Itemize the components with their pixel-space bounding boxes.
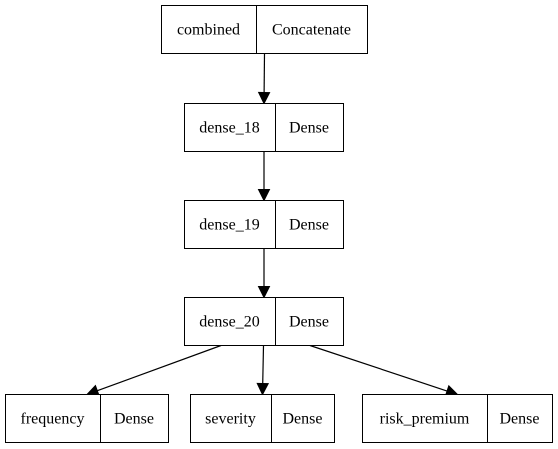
node-dense_18: dense_18 Dense: [184, 103, 344, 152]
node-combined: combined Concatenate: [161, 5, 368, 54]
edge-line: [262, 345, 265, 384]
node-name-label: frequency: [21, 411, 85, 428]
node-type-label: Dense: [114, 411, 154, 428]
edge-combined-to-dense_18: [257, 53, 271, 105]
edge-line: [309, 344, 448, 392]
node-name-label: dense_20: [199, 314, 259, 331]
edge-dense_20-to-severity: [256, 345, 270, 396]
arrowhead-icon: [257, 189, 271, 202]
node-box: [161, 5, 368, 54]
node-type-label: Dense: [283, 411, 323, 428]
node-type-label: Concatenate: [272, 22, 351, 39]
node-name-label: severity: [205, 411, 256, 428]
node-dense_20: dense_20 Dense: [184, 297, 344, 346]
edge-dense_20-to-frequency: [85, 344, 222, 397]
node-risk_premium: risk_premium Dense: [362, 394, 553, 443]
arrowhead-icon: [257, 286, 271, 299]
edge-line: [97, 344, 222, 392]
node-box: [184, 200, 344, 249]
node-name-label: dense_19: [199, 217, 259, 234]
node-box: [5, 394, 169, 443]
node-name-label: dense_18: [199, 120, 259, 137]
node-box: [184, 297, 344, 346]
edges-layer: [85, 53, 459, 397]
node-severity: severity Dense: [190, 394, 335, 443]
arrowhead-icon: [257, 91, 271, 105]
node-dense_19: dense_19 Dense: [184, 200, 344, 249]
node-type-label: Dense: [289, 120, 329, 137]
edge-dense_20-to-risk_premium: [309, 344, 459, 397]
arrowhead-icon: [256, 382, 270, 396]
node-type-label: Dense: [500, 411, 540, 428]
edge-dense_19-to-dense_20: [257, 248, 271, 299]
node-box: [362, 394, 553, 443]
node-box: [190, 394, 335, 443]
edge-dense_18-to-dense_19: [257, 151, 271, 202]
node-name-label: combined: [177, 22, 240, 39]
node-type-label: Dense: [289, 217, 329, 234]
node-type-label: Dense: [289, 314, 329, 331]
node-frequency: frequency Dense: [5, 394, 169, 443]
node-name-label: risk_premium: [380, 411, 470, 428]
node-box: [184, 103, 344, 152]
